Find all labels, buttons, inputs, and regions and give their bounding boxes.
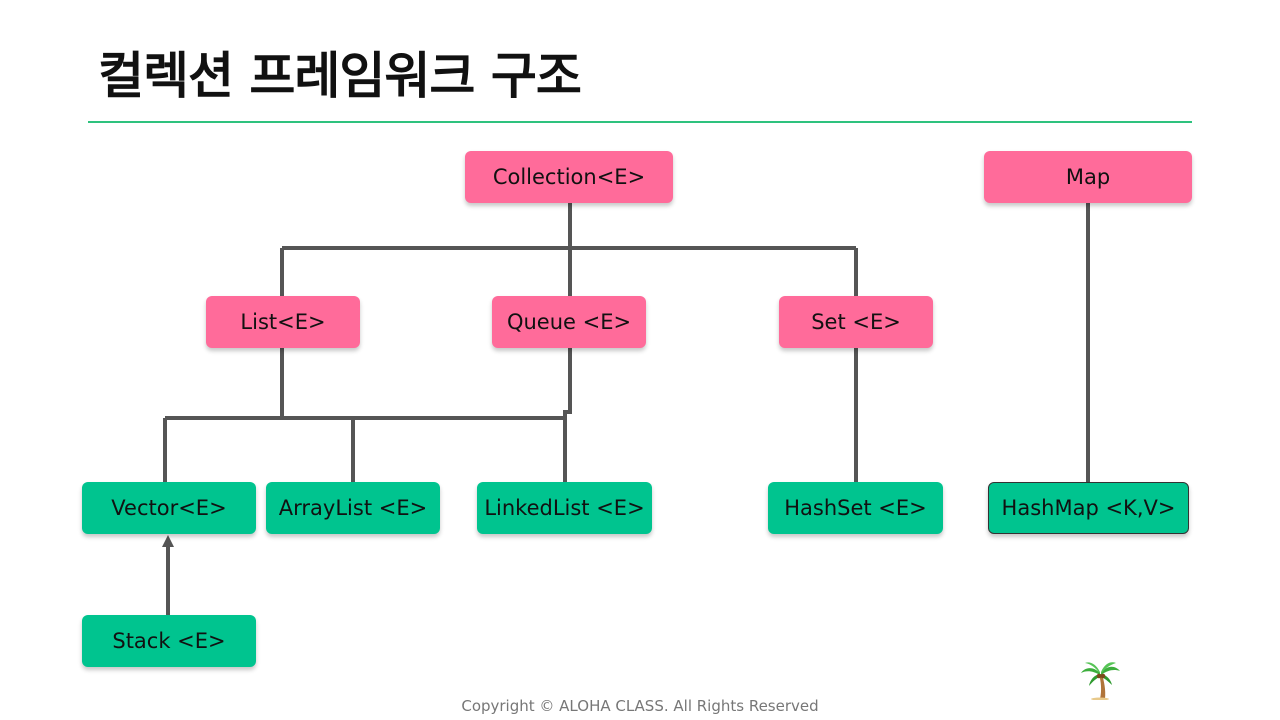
node-vector: Vector<E>: [82, 482, 256, 534]
node-linkedlist: LinkedList <E>: [477, 482, 652, 534]
node-arraylist: ArrayList <E>: [266, 482, 440, 534]
stack-arrowhead: [162, 535, 174, 547]
node-map: Map: [984, 151, 1192, 203]
palm-tree-icon: [1081, 662, 1120, 700]
title-divider: [88, 121, 1192, 123]
node-set: Set <E>: [779, 296, 933, 348]
node-hashmap: HashMap <K,V>: [988, 482, 1189, 534]
connector-queue-down: [563, 347, 572, 418]
node-stack: Stack <E>: [82, 615, 256, 667]
node-queue: Queue <E>: [492, 296, 646, 348]
node-collection: Collection<E>: [465, 151, 673, 203]
page-title: 컬렉션 프레임워크 구조: [98, 47, 582, 105]
node-hashset: HashSet <E>: [768, 482, 943, 534]
copyright-footer: Copyright © ALOHA CLASS. All Rights Rese…: [461, 697, 819, 715]
node-list: List<E>: [206, 296, 360, 348]
